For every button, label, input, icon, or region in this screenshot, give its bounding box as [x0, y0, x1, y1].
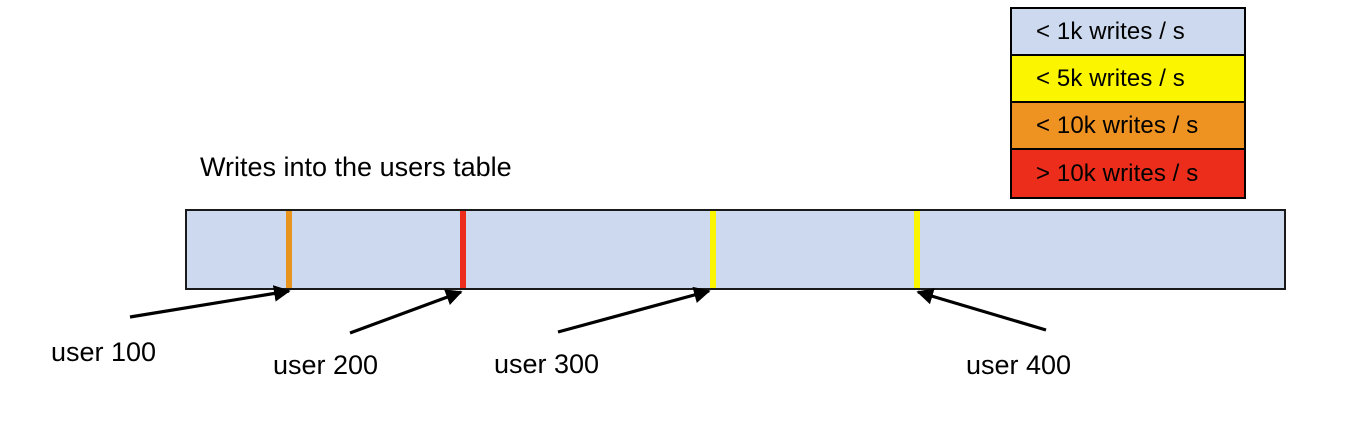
- legend-label-lt-1k: < 1k writes / s: [1036, 17, 1185, 45]
- write-rate-legend: < 1k writes / s < 5k writes / s < 10k wr…: [1010, 7, 1246, 199]
- callout-arrow-user-200: [349, 289, 463, 335]
- callout-arrow-user-400: [916, 288, 1047, 332]
- callout-label-user-400: user 400: [966, 350, 1072, 380]
- chart-title: Writes into the users table: [200, 152, 512, 182]
- legend-row-lt-5k: < 5k writes / s: [1012, 56, 1244, 103]
- marker-stripe-user-100: [286, 211, 292, 288]
- legend-label-gt-10k: > 10k writes / s: [1036, 159, 1199, 187]
- legend-label-lt-5k: < 5k writes / s: [1036, 64, 1185, 92]
- callout-label-user-200: user 200: [273, 350, 379, 380]
- legend-row-gt-10k: > 10k writes / s: [1012, 150, 1244, 197]
- legend-row-lt-1k: < 1k writes / s: [1012, 9, 1244, 56]
- marker-stripe-user-200: [460, 211, 466, 288]
- callout-label-user-100: user 100: [51, 337, 157, 367]
- marker-stripe-user-300: [710, 211, 716, 288]
- callout-arrow-user-300: [557, 286, 711, 334]
- users-table-keyspace-bar: [185, 209, 1286, 290]
- marker-stripe-user-400: [914, 211, 920, 288]
- legend-label-lt-10k: < 10k writes / s: [1036, 111, 1199, 139]
- legend-row-lt-10k: < 10k writes / s: [1012, 103, 1244, 150]
- callout-arrow-user-100: [129, 285, 291, 319]
- callout-label-user-300: user 300: [494, 349, 600, 379]
